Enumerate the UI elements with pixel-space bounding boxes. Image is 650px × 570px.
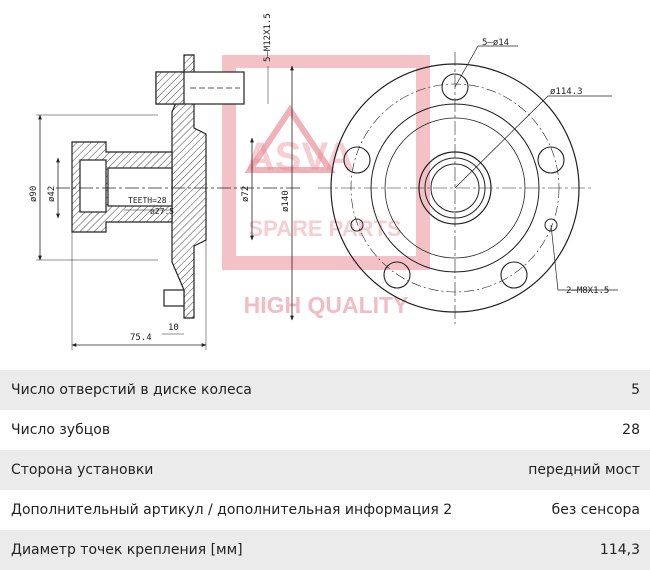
spec-row: Дополнительный артикул / дополнительная … [0,490,650,530]
label-spline-dia: ø27.5 [150,207,174,216]
brand-watermark: ASVA SPARE PARTS HIGH QUALITY [222,55,430,318]
small-thread-hole-1 [544,218,558,232]
spec-value: 28 [622,422,640,438]
small-thread-hole-2 [350,218,364,232]
label-hole-count-dia: 5–ø14 [482,38,509,48]
spec-row: Число отверстий в диске колеса 5 [0,370,650,410]
spec-value: 5 [631,382,640,398]
side-dimensions [36,65,294,350]
spec-value: передний мост [528,462,640,478]
stud-hole-5 [343,146,371,174]
watermark-tagline: HIGH QUALITY [244,292,409,318]
stud-hole-4 [383,261,411,289]
watermark-logo-arrow [244,104,336,173]
hub-front-view [318,45,618,324]
label-dia-72: ø72 [241,186,251,202]
spec-label: Число зубцов [11,422,111,438]
label-length-75-4: 75.4 [130,333,152,343]
inner-bore [79,159,107,213]
spec-value: без сенсора [551,502,640,518]
bottom-bolt [163,289,185,307]
hub-flange-section [171,54,207,319]
label-flange-10: 10 [168,323,179,333]
spec-value: 114,3 [599,542,640,558]
hub-side-section [56,54,300,319]
specs-table: Число отверстий в диске колеса 5 Число з… [0,370,650,570]
spline-bore [107,167,173,207]
spec-label: Сторона установки [11,462,154,478]
label-dia-140: ø140 [281,190,291,212]
spec-label: Диаметр точек крепления [мм] [11,542,243,558]
spec-row: Сторона установки передний мост [0,450,650,490]
label-dia-42: ø42 [47,186,57,202]
stud-hole-1 [441,73,469,101]
label-dia-90: ø90 [29,186,39,202]
spec-label: Число отверстий в диске колеса [11,382,252,398]
stud-hole-2 [537,146,565,174]
spec-row: Диаметр точек крепления [мм] 114,3 [0,530,650,570]
spec-row: Число зубцов 28 [0,410,650,450]
hub-technical-drawing: ASVA SPARE PARTS HIGH QUALITY [29,13,618,350]
stud-hole-3 [500,261,528,289]
watermark-brand-sub: SPARE PARTS [248,216,401,241]
watermark-brand: ASVA [246,135,354,179]
stud-head [155,71,185,105]
label-small-thread: 2–M8X1.5 [566,286,609,296]
label-pcd: ø114.3 [550,87,583,97]
spec-label: Дополнительный артикул / дополнительная … [11,502,453,518]
label-teeth: TEETH=28 [128,196,167,205]
label-stud-thread: 5–M12X1.5 [263,13,273,62]
